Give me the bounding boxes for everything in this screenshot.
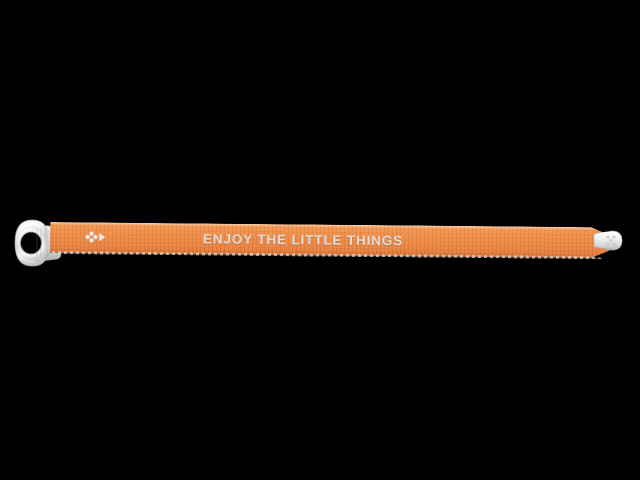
strap-top-edge: [50, 222, 610, 229]
clover-dots-emblem: [85, 229, 107, 245]
snap-stud-tip-icon: [593, 230, 623, 251]
clover-dots-icon: [85, 229, 107, 245]
strap-body: ENJOY THE LITTLE THINGS: [50, 222, 610, 258]
rounded-snap-tip-hardware: [592, 225, 626, 257]
strap-band: ENJOY THE LITTLE THINGS: [50, 222, 610, 263]
strap-bottom-edge: [50, 251, 610, 258]
strap-slogan-text: ENJOY THE LITTLE THINGS: [202, 231, 404, 249]
fabric-texture: [50, 222, 610, 258]
